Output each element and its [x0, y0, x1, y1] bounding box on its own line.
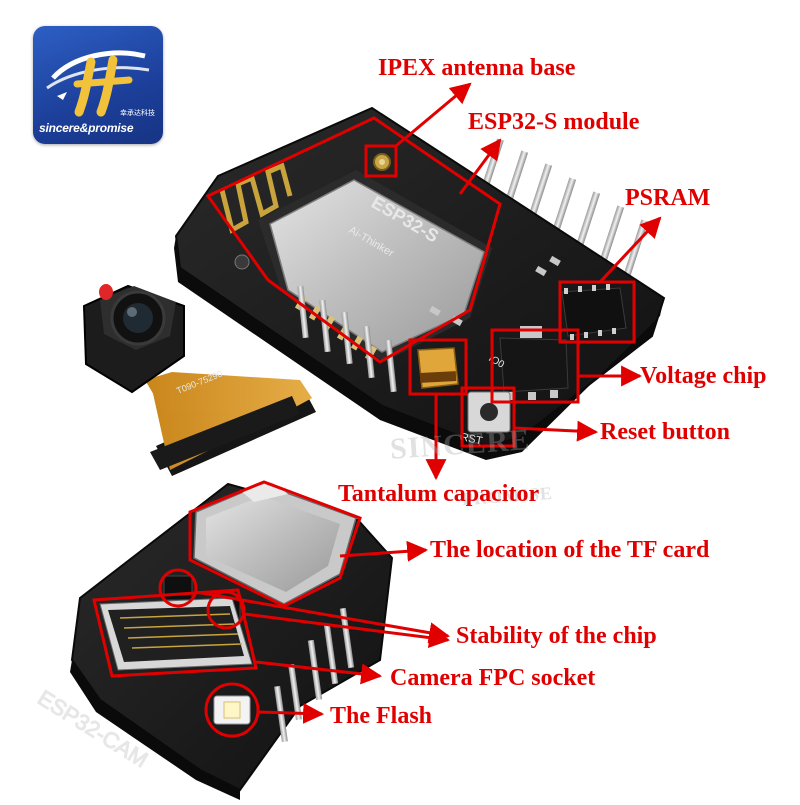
stability-callout-1 — [158, 568, 198, 608]
tf-card-slot — [193, 482, 357, 605]
label-psram: PSRAM — [625, 185, 711, 211]
brand-logo-chinese-text: 幸承达科技 — [120, 109, 155, 117]
brand-logo-text: sincere&promise — [39, 121, 134, 135]
label-camera-fpc-socket: Camera FPC socket — [390, 665, 596, 691]
top-board: ESP32-S Ai-Thinker — [174, 106, 666, 460]
lens-red-marker — [99, 284, 113, 300]
flash-led — [213, 695, 251, 725]
callout-overlay — [92, 82, 662, 738]
tf-callout-box — [188, 480, 362, 608]
flash-callout-circle — [204, 682, 260, 738]
label-reset-button: Reset button — [600, 419, 730, 445]
label-tf-card-location: The location of the TF card — [430, 537, 710, 563]
tantalum-callout-box — [408, 338, 468, 396]
esp32s-arrow — [458, 138, 502, 195]
psram-callout-box — [558, 280, 636, 344]
pcb-antenna — [219, 162, 293, 234]
stability-arrow-1 — [195, 590, 451, 644]
label-the-flash: The Flash — [330, 703, 433, 729]
ipex-arrow — [395, 82, 472, 148]
stability-arrow-2 — [243, 612, 451, 649]
stability-chip-1 — [163, 575, 193, 601]
tantalum-capacitor — [417, 347, 459, 389]
label-tantalum-capacitor: Tantalum capacitor — [338, 481, 540, 507]
fpc-arrow — [255, 660, 383, 685]
brand-logo: 幸承达科技 sincere&promise — [33, 26, 163, 144]
label-stability-chip: Stability of the chip — [456, 623, 657, 649]
psram-chip — [561, 284, 627, 340]
reset-callout-box — [460, 386, 516, 448]
camera-module: T090-75290 — [82, 284, 316, 476]
label-voltage-chip: Voltage chip — [640, 363, 767, 389]
fpc-callout-box — [92, 588, 258, 678]
flash-arrow — [257, 702, 325, 724]
ipex-callout-box — [364, 144, 398, 178]
rst-silk-label: RST — [459, 431, 483, 447]
label-esp32s-module: ESP32-S module — [468, 109, 640, 135]
psram-arrow — [598, 216, 662, 284]
header-pins-top — [479, 138, 649, 279]
bottom-board: ESP32-CAM — [33, 482, 394, 800]
tf-arrow — [339, 540, 429, 562]
voltage-callout-box — [490, 328, 580, 404]
esp32s-callout-box — [205, 116, 502, 364]
header-pins-front — [297, 285, 397, 393]
label-ipex-antenna-base: IPEX antenna base — [378, 55, 576, 81]
brand-logo-mark-icon — [46, 50, 150, 117]
reset-arrow — [513, 420, 599, 442]
fpc-socket — [99, 597, 253, 671]
